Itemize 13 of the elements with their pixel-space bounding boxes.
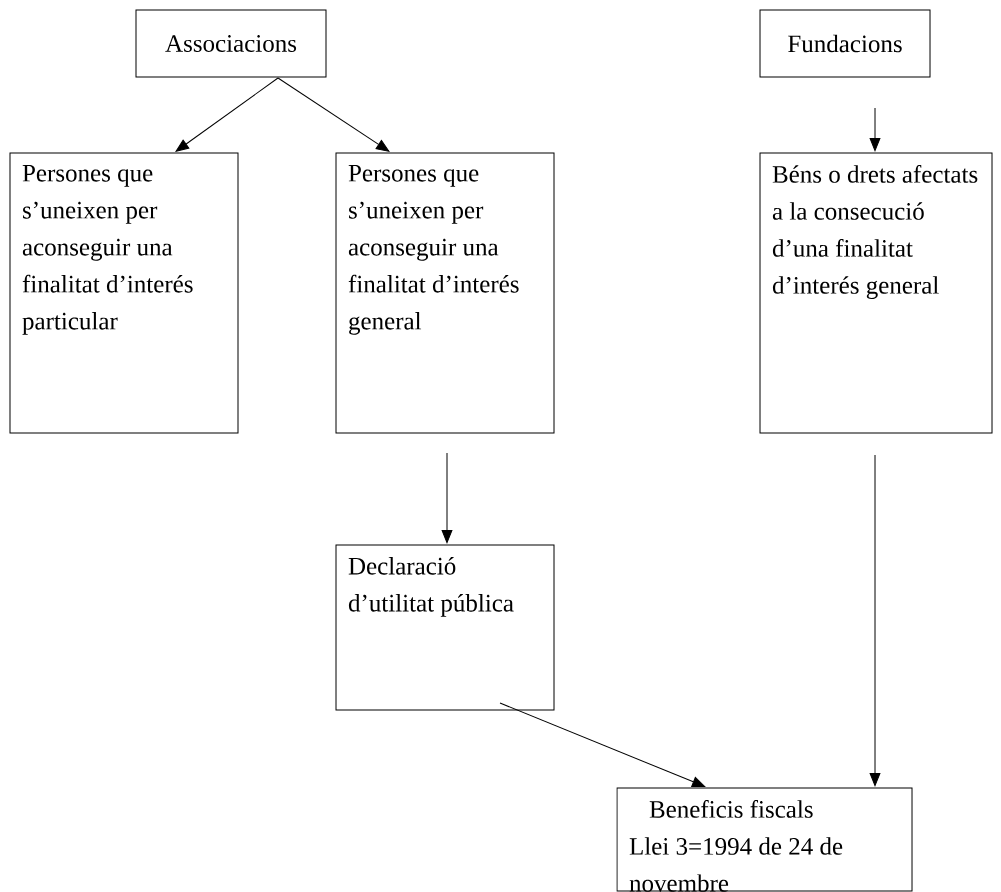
- arrow: [441, 452, 453, 544]
- arrow: [869, 454, 881, 787]
- arrow: [175, 77, 279, 152]
- text-box: Persones que s’uneixen per aconseguir una finalitat d’interés particular: [9, 152, 239, 434]
- arrow: [277, 77, 390, 152]
- text-box: Declaració d’utilitat pública: [335, 544, 555, 711]
- text-box: Associacions: [135, 9, 327, 78]
- text-box: Fundacions: [759, 9, 931, 78]
- arrow: [869, 107, 881, 152]
- arrow: [499, 702, 706, 787]
- text-box: Béns o drets afectats a la consecució d’una finalitat d’interés general: [759, 152, 993, 434]
- text-box: Persones que s’uneixen per aconseguir una finalitat d’interés general: [335, 152, 555, 434]
- text-box: Beneficis fiscals Llei 3=1994 de 24 de novembre: [616, 787, 913, 892]
